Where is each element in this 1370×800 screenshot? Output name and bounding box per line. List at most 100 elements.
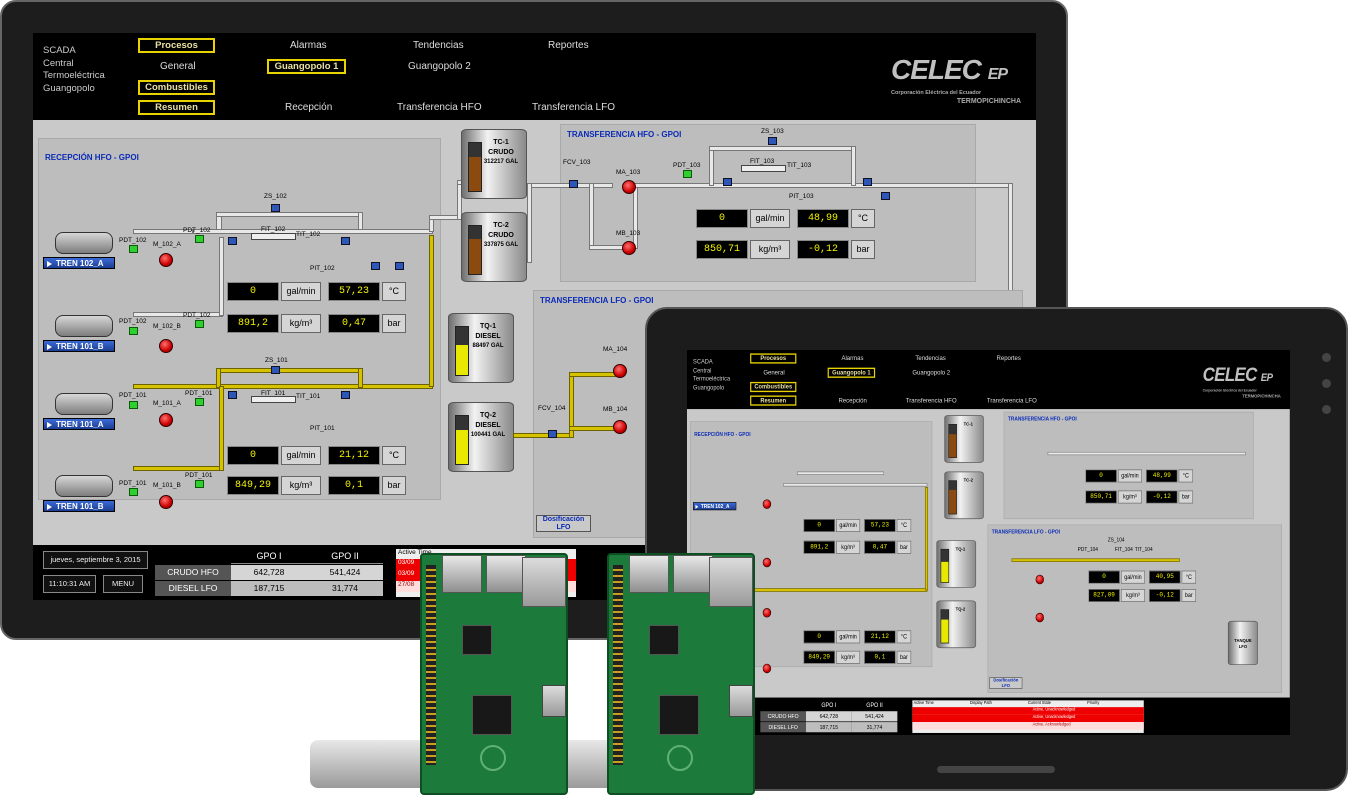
alarm-row[interactable]: Active, Acknowledged [912,722,1144,730]
pump-ma-104-icon[interactable] [613,364,627,378]
pump-ma-103-icon[interactable] [622,180,636,194]
pump-m-101-b-icon[interactable] [762,663,772,674]
usb-port-icon [673,555,713,593]
usb-port-icon [442,555,482,593]
nav-reportes[interactable]: Reportes [548,40,589,51]
valve-icon[interactable] [341,237,350,245]
valve-icon[interactable] [228,237,237,245]
dosing-lfo-button[interactable]: Dosificación LFO [536,515,591,532]
line-102-flow-value: 0 [803,519,835,532]
nav-transferencia-hfo[interactable]: Transferencia HFO [905,396,957,405]
pipe-lfo [133,384,433,389]
dosing-lfo-button[interactable]: Dosificación LFO [989,677,1023,689]
nav-transferencia-hfo[interactable]: Transferencia HFO [397,102,482,113]
nav-recepcion[interactable]: Recepción [838,396,867,405]
nav-combustibles[interactable]: Combustibles [138,80,215,95]
pump-mb-104-icon[interactable] [613,420,627,434]
valve-fcv-103-icon[interactable] [569,180,578,188]
valve-icon[interactable] [371,262,380,270]
nav-alarmas[interactable]: Alarmas [290,40,327,51]
pdt-101-indicator[interactable] [195,398,204,406]
tank-tc2[interactable]: TC-2 CRUDO 337875 GAL [461,212,527,282]
tag-pit-102: PIT_102 [310,265,335,272]
tank-tc1-volume: 312217 GAL [483,159,519,165]
tag-mb-104: MB_104 [603,406,628,413]
pump-m-101-a-icon[interactable] [762,608,772,618]
train-101b-button[interactable]: TREN 101_B [43,500,115,512]
train-102a-button[interactable]: TREN 102_A [693,502,737,511]
line-102-flow-unit: gal/min [836,519,861,532]
system-title: SCADA Central Termoeléctrica Guangopolo [43,45,123,95]
nav-combustibles[interactable]: Combustibles [750,381,797,393]
train-101b-top-button[interactable]: TREN 101_B [43,340,115,352]
valve-zs-103-icon[interactable] [768,137,777,145]
nav-guangopolo-1[interactable]: Guangopolo 1 [267,59,346,74]
valve-icon[interactable] [723,178,732,186]
valve-zs-101-icon[interactable] [271,366,280,374]
train-101a-button[interactable]: TREN 101_A [43,418,115,430]
pdt-101-indicator[interactable] [129,401,138,409]
nav-reportes[interactable]: Reportes [996,354,1021,363]
alarm-table[interactable]: Active Time Display Path Current State P… [912,700,1144,733]
alarm-row[interactable]: Active, Unacknowledged [912,707,1144,715]
nav-guangopolo-1[interactable]: Guangopolo 1 [827,367,876,378]
tank-lfo-label: TANQUE LFO [1234,638,1252,650]
pump-m-102-b-icon[interactable] [159,339,173,353]
system-line: SCADA [43,45,76,56]
pdt-102-indicator[interactable] [129,245,138,253]
tag-fit-103: FIT_103 [750,158,775,165]
tank-lfo[interactable]: TANQUE LFO [1227,620,1258,666]
nav-resumen[interactable]: Resumen [750,395,797,406]
tag-fit-101: FIT_101 [261,390,286,397]
valve-icon[interactable] [881,192,890,200]
valve-fcv-104-icon[interactable] [548,430,557,438]
pdt-101-indicator[interactable] [195,480,204,488]
nav-general[interactable]: General [160,61,196,72]
pipe-lfo [747,588,928,592]
tank-tq2[interactable]: TQ-2 DIESEL 100441 GAL [448,402,514,472]
nav-tendencias[interactable]: Tendencias [413,40,464,51]
table-header-gpo2: GPO II [307,549,383,564]
pump-m-102-b-icon[interactable] [762,557,772,568]
pump-m-102-a-icon[interactable] [762,499,772,509]
nav-recepcion[interactable]: Recepción [285,102,333,113]
pump-m-102-a-icon[interactable] [159,253,173,267]
nav-guangopolo-2[interactable]: Guangopolo 2 [408,61,471,72]
tank-tq1[interactable]: TQ-1 [936,540,977,588]
pump-mb-103-icon[interactable] [622,241,636,255]
valve-icon[interactable] [228,391,237,399]
pdt-102-indicator[interactable] [195,235,204,243]
valve-zs-102-icon[interactable] [271,204,280,212]
nav-general[interactable]: General [763,369,785,377]
lfo-density-unit: kg/m³ [1120,589,1145,602]
valve-icon[interactable] [341,391,350,399]
pump-m-101-a-icon[interactable] [159,413,173,427]
menu-button[interactable]: MENU [103,575,143,593]
train-102a-button[interactable]: TREN 102_A [43,257,115,269]
tank-tc1[interactable]: TC-1 CRUDO 312217 GAL [461,129,527,199]
nav-transferencia-lfo[interactable]: Transferencia LFO [532,102,615,113]
pump-m-101-b-icon[interactable] [159,495,173,509]
pdt-101-indicator[interactable] [129,488,138,496]
tank-tq1[interactable]: TQ-1 DIESEL 88497 GAL [448,313,514,383]
valve-icon[interactable] [863,178,872,186]
nav-transferencia-lfo[interactable]: Transferencia LFO [986,396,1037,405]
nav-alarmas[interactable]: Alarmas [841,354,864,363]
nav-procesos[interactable]: Procesos [750,353,797,364]
valve-icon[interactable] [395,262,404,270]
alarm-row[interactable]: Active, Unacknowledged [912,714,1144,723]
nav-tendencias[interactable]: Tendencias [915,354,946,363]
nav-guangopolo-2[interactable]: Guangopolo 2 [912,369,951,377]
nav-procesos[interactable]: Procesos [138,38,215,53]
nav-resumen[interactable]: Resumen [138,100,215,115]
tag-m-102-a: M_102_A [153,241,181,248]
pdt-102-indicator[interactable] [129,327,138,335]
pump-ma-104-icon[interactable] [1035,574,1044,585]
tank-tc2[interactable]: TC-2 [944,471,984,520]
tank-tc1[interactable]: TC-1 [944,415,984,463]
tank-tq2[interactable]: TQ-2 [936,600,977,649]
pdt-102-indicator[interactable] [195,320,204,328]
pump-mb-104-icon[interactable] [1035,612,1044,623]
pdt-103-indicator[interactable] [683,170,692,178]
lfo-temp-value: 40,95 [1149,570,1181,584]
